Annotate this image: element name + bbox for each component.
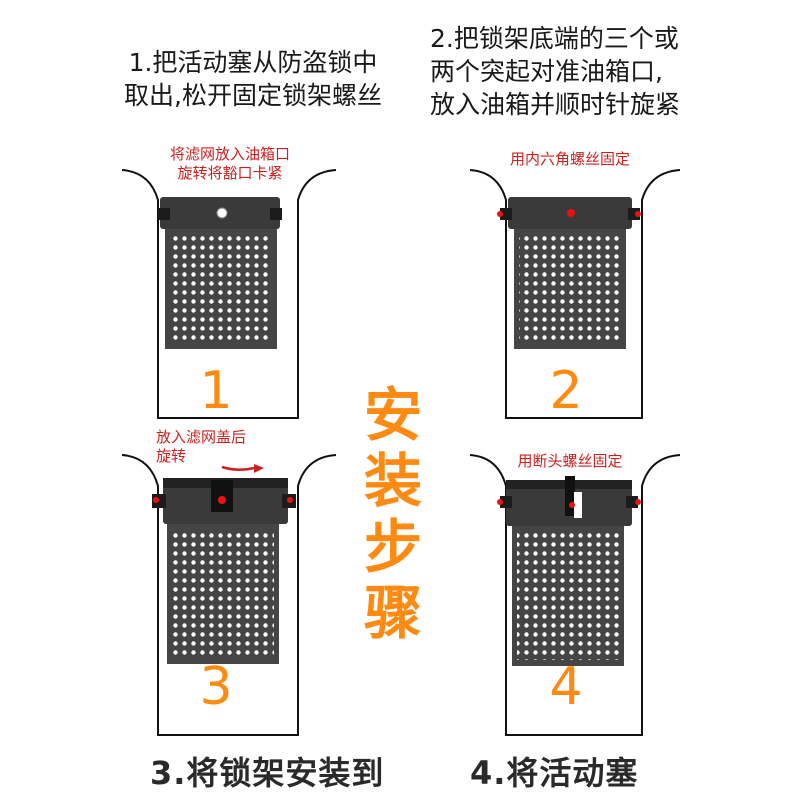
panel-2-note: 用内六角螺丝固定 [509,150,630,168]
break-screw [574,492,582,518]
title-char-4: 骤 [363,579,422,647]
title-char-3: 步 [363,513,422,581]
bottom-label-step4: 4.将活动塞 [470,754,639,792]
step-number-4: 4 [549,657,582,717]
step-number-2: 2 [549,361,582,421]
step-number-1: 1 [199,361,232,421]
rotate-arrow [254,464,264,473]
panel-1 [121,169,337,419]
panel-4-note: 用断头螺丝固定 [517,452,623,470]
step1-caption: 1.把活动塞从防盗锁中 取出,松开固定锁架螺丝 [124,48,382,110]
tank-outline [469,169,681,419]
panel-3 [121,454,337,736]
tank-outline [121,169,337,419]
screw-hole [216,207,228,219]
title-char-2: 装 [363,447,422,515]
tank-outline [469,454,681,736]
panel-4 [469,454,681,736]
tank-outline [121,454,337,736]
step2-caption: 2.把锁架底端的三个或 两个突起对准油箱口, 放入油箱并顺时针旋紧 [430,24,681,119]
panel-1-note: 将滤网放入油箱口 旋转将豁口卡紧 [169,145,290,182]
title-char-1: 安 [363,381,422,449]
hex-screw [567,209,575,217]
panel-2 [469,169,681,419]
panel-3-note: 放入滤网盖后 旋转 [156,428,247,465]
bottom-label-step3: 3.将锁架安装到 [150,754,385,792]
step-number-3: 3 [199,657,232,717]
